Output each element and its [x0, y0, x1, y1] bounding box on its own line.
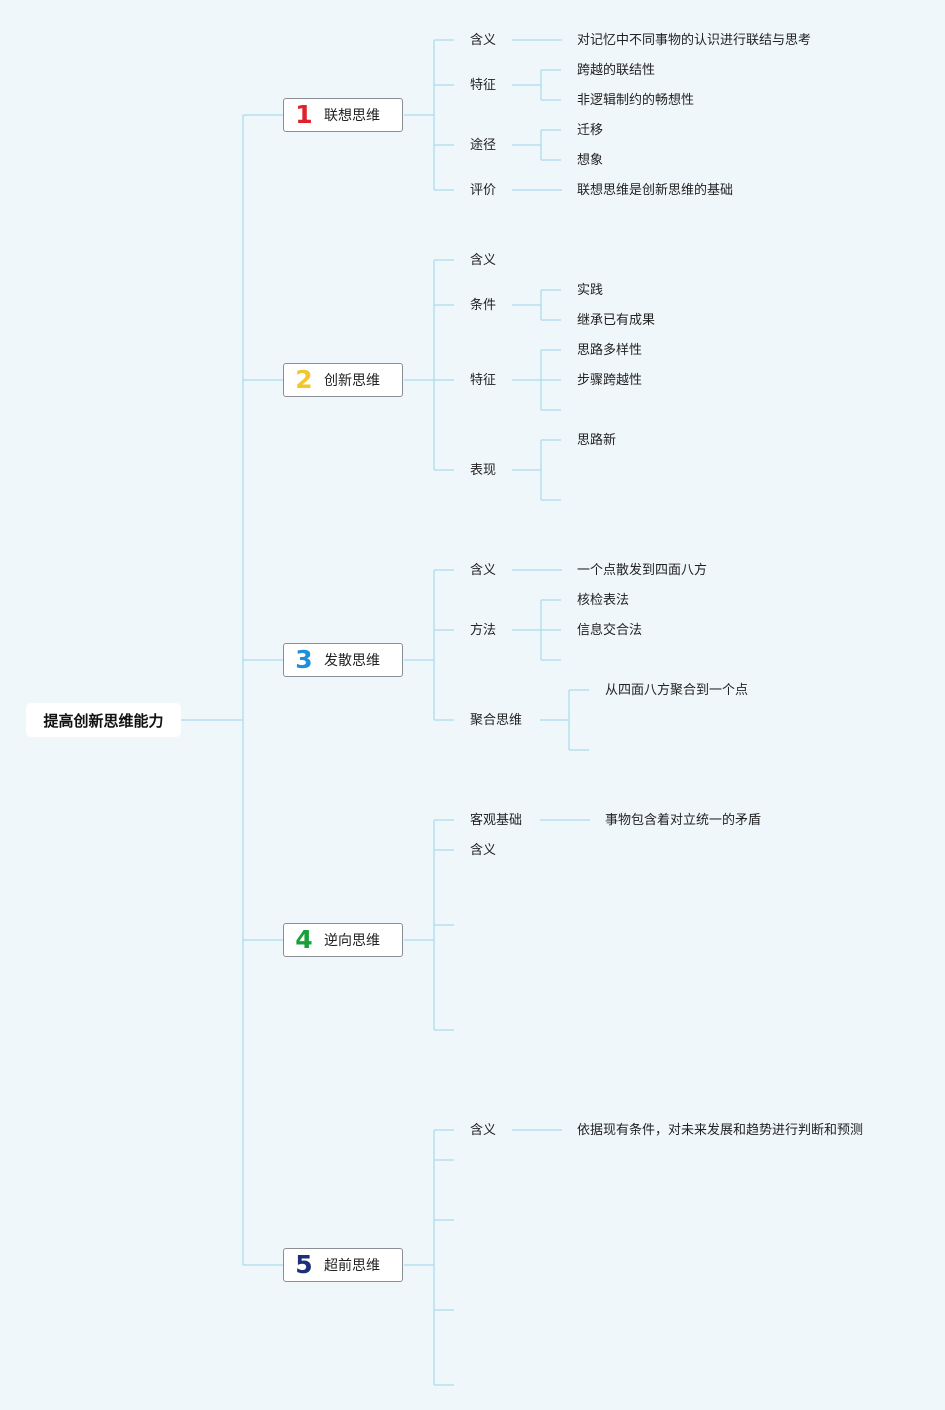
branch-number-1: 1 — [295, 100, 313, 129]
root-label: 提高创新思维能力 — [43, 711, 164, 730]
branch-label: 超前思维 — [324, 1258, 380, 1274]
topic-approach[interactable]: 途径 — [470, 138, 497, 153]
branch-number-2: 2 — [295, 365, 313, 394]
topic-meaning[interactable]: 含义 — [470, 33, 497, 48]
topic-meaning[interactable]: 含义 — [470, 253, 497, 268]
branch-node-divergent-thinking[interactable]: 3 发散思维 — [283, 643, 403, 677]
topic-features[interactable]: 特征 — [470, 373, 497, 388]
topic-meaning[interactable]: 含义 — [470, 563, 497, 578]
branch-label: 创新思维 — [324, 373, 380, 389]
branch-node-associative-thinking[interactable]: 1 联想思维 — [283, 98, 403, 132]
topic-objective-basis[interactable]: 客观基础 — [470, 813, 523, 828]
leaf-text[interactable]: 思路新 — [577, 433, 617, 448]
topic-methods[interactable]: 方法 — [470, 623, 497, 638]
leaf-text[interactable]: 继承已有成果 — [577, 313, 656, 328]
leaf-text[interactable]: 想象 — [577, 153, 604, 168]
leaf-text[interactable]: 信息交合法 — [577, 623, 643, 638]
branch-number-4: 4 — [295, 925, 313, 954]
leaf-text[interactable]: 核检表法 — [577, 593, 630, 608]
branch-label: 发散思维 — [324, 653, 380, 669]
topic-meaning[interactable]: 含义 — [470, 1123, 497, 1138]
branch-number-3: 3 — [295, 645, 313, 674]
leaf-text[interactable]: 非逻辑制约的畅想性 — [577, 93, 695, 108]
leaf-text[interactable]: 从四面八方聚合到一个点 — [605, 683, 749, 698]
topic-meaning[interactable]: 含义 — [470, 843, 497, 858]
branch-node-innovative-thinking[interactable]: 2 创新思维 — [283, 363, 403, 397]
leaf-text[interactable]: 实践 — [577, 283, 604, 298]
topic-manifestation[interactable]: 表现 — [470, 463, 497, 478]
leaf-text[interactable]: 一个点散发到四面八方 — [577, 563, 708, 578]
branch-node-advanced-thinking[interactable]: 5 超前思维 — [283, 1248, 403, 1282]
leaf-text[interactable]: 事物包含着对立统一的矛盾 — [605, 813, 762, 828]
leaf-text[interactable]: 思路多样性 — [577, 343, 643, 358]
topic-conditions[interactable]: 条件 — [470, 298, 497, 313]
leaf-text[interactable]: 迁移 — [577, 123, 604, 138]
leaf-text[interactable]: 依据现有条件，对未来发展和趋势进行判断和预测 — [577, 1123, 864, 1138]
leaf-text[interactable]: 对记忆中不同事物的认识进行联结与思考 — [577, 33, 812, 48]
topic-convergent-thinking[interactable]: 聚合思维 — [470, 713, 523, 728]
topic-features[interactable]: 特征 — [470, 78, 497, 93]
leaf-text[interactable]: 步骤跨越性 — [577, 373, 643, 388]
branch-label: 联想思维 — [324, 108, 380, 124]
root-node[interactable]: 提高创新思维能力 — [26, 703, 181, 737]
leaf-text[interactable]: 联想思维是创新思维的基础 — [577, 183, 734, 198]
branch-label: 逆向思维 — [324, 933, 380, 949]
branch-number-5: 5 — [295, 1250, 313, 1279]
topic-evaluation[interactable]: 评价 — [470, 183, 497, 198]
leaf-text[interactable]: 跨越的联结性 — [577, 63, 656, 78]
branch-node-reverse-thinking[interactable]: 4 逆向思维 — [283, 923, 403, 957]
